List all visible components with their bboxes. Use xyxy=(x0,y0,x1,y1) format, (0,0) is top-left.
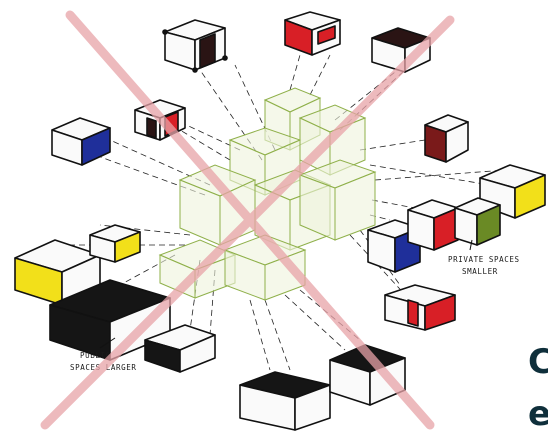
public-label-line1: PUBLIC xyxy=(80,351,111,360)
private-label-line2: SMALLER xyxy=(462,267,498,276)
edge-text-line1: C xyxy=(528,342,548,382)
volume-yellow-left xyxy=(14,239,101,306)
satellite-volumes xyxy=(14,11,546,431)
volume-red-pair-lower-right xyxy=(384,284,456,331)
volume-black-lower-middle xyxy=(144,324,216,373)
volume-small-yellow xyxy=(89,224,141,263)
volume-maroon-right xyxy=(424,114,469,163)
volume-top-right-dark xyxy=(371,27,431,73)
volume-blue-left xyxy=(51,117,111,166)
volume-top-red xyxy=(284,11,341,56)
annotation-private: PRIVATE SPACES SMALLER xyxy=(448,239,520,276)
volume-black-bottom xyxy=(239,371,331,431)
central-cluster xyxy=(158,87,377,301)
private-label-line1: PRIVATE SPACES xyxy=(448,255,520,264)
crossed-out-mark xyxy=(40,10,455,430)
edge-text-line2: e xyxy=(528,394,548,434)
volume-top-left xyxy=(162,19,228,73)
volume-right-group xyxy=(367,197,501,273)
